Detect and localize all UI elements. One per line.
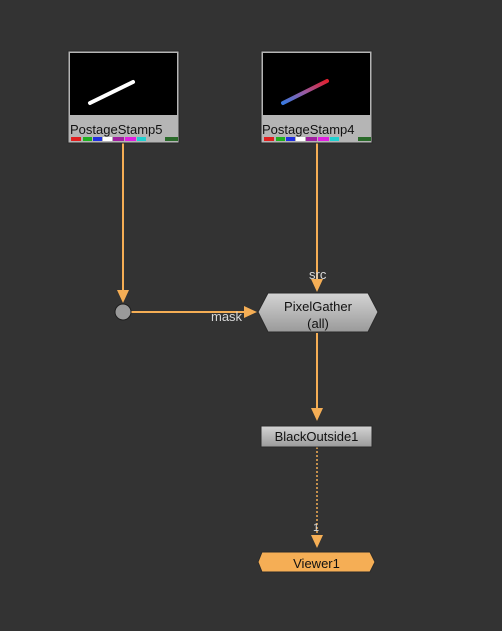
connection-pipes	[117, 143, 323, 548]
channel-swatches	[264, 137, 371, 141]
pixel-gather-sublabel: (all)	[307, 316, 329, 331]
channel-swatch	[137, 137, 146, 141]
channel-swatch	[83, 137, 92, 141]
arrowhead-icon	[311, 408, 323, 421]
arrowhead-icon	[311, 535, 323, 548]
channel-swatches	[71, 137, 178, 141]
channel-swatch	[165, 137, 178, 141]
postage-stamp-4-label: PostageStamp4	[262, 122, 355, 137]
channel-swatch	[358, 137, 371, 141]
viewer-label: Viewer1	[293, 556, 340, 571]
viewer-input-label: 1	[313, 522, 320, 534]
channel-swatch	[264, 137, 274, 141]
channel-swatch	[306, 137, 317, 141]
black-outside-node[interactable]	[260, 425, 373, 448]
mask-input-label: mask	[211, 309, 243, 324]
channel-swatch	[103, 137, 112, 141]
arrowhead-icon	[311, 279, 323, 292]
channel-swatch	[296, 137, 305, 141]
postage-stamp-5-label: PostageStamp5	[70, 122, 163, 137]
thumbnail-image	[263, 53, 370, 115]
dot-node[interactable]	[114, 303, 132, 321]
channel-swatch	[113, 137, 124, 141]
pixel-gather-label: PixelGather	[284, 299, 352, 314]
viewer-node[interactable]	[257, 551, 376, 573]
channel-swatch	[330, 137, 339, 141]
channel-swatch	[125, 137, 136, 141]
postage-stamp-5-node[interactable]	[67, 50, 180, 144]
postage-stamp-4-node[interactable]	[260, 50, 373, 144]
white-stroke-graphic	[88, 80, 135, 105]
pixel-gather-node[interactable]	[257, 292, 379, 333]
arrowhead-icon	[117, 290, 129, 303]
thumbnail-image	[70, 53, 177, 115]
channel-swatch	[71, 137, 81, 141]
channel-swatch	[93, 137, 102, 141]
channel-swatch	[286, 137, 295, 141]
channel-swatch	[318, 137, 329, 141]
channel-swatch	[276, 137, 285, 141]
arrowhead-icon	[244, 306, 257, 318]
gradient-stroke-graphic	[281, 79, 329, 105]
black-outside-label: BlackOutside1	[274, 429, 359, 444]
src-input-label: src	[309, 267, 327, 282]
